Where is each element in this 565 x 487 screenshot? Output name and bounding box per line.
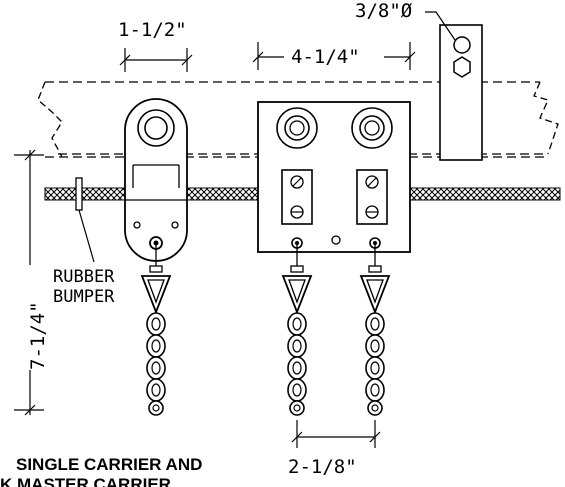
- dim-master-width-label: 4-1/4": [291, 46, 360, 68]
- bumper-label-line2: BUMPER: [53, 287, 115, 307]
- chains: [140, 244, 391, 416]
- chain: [281, 244, 313, 416]
- round-hole-icon: [453, 36, 471, 54]
- caption-line1: SINGLE CARRIER AND: [16, 455, 202, 474]
- dim-overall-height: [14, 149, 44, 416]
- dim-single-width: [119, 48, 193, 72]
- bumper-label-line1: RUBBER: [53, 267, 115, 287]
- caption-line2: K MASTER CARRIER: [0, 475, 171, 487]
- chain: [359, 244, 391, 416]
- rubber-bumper: [75, 177, 95, 263]
- dim-chain-spacing: [291, 420, 381, 448]
- dim-master-width: [252, 42, 416, 70]
- master-carrier: [257, 101, 411, 253]
- track-break-left: [37, 81, 63, 158]
- hole-leader: [425, 11, 456, 41]
- dim-single-width-label: 1-1/2": [118, 19, 187, 41]
- dim-overall-height-label: 7-1/4": [27, 301, 49, 370]
- dim-chain-spacing-label: 2-1/8": [288, 456, 357, 478]
- mounting-bracket: [439, 24, 483, 161]
- chain: [140, 244, 172, 416]
- single-carrier: [124, 98, 188, 262]
- track-break-right: [533, 81, 559, 155]
- dim-hole-label: 3/8"Ø: [355, 0, 413, 22]
- hex-hole-icon: [453, 56, 471, 78]
